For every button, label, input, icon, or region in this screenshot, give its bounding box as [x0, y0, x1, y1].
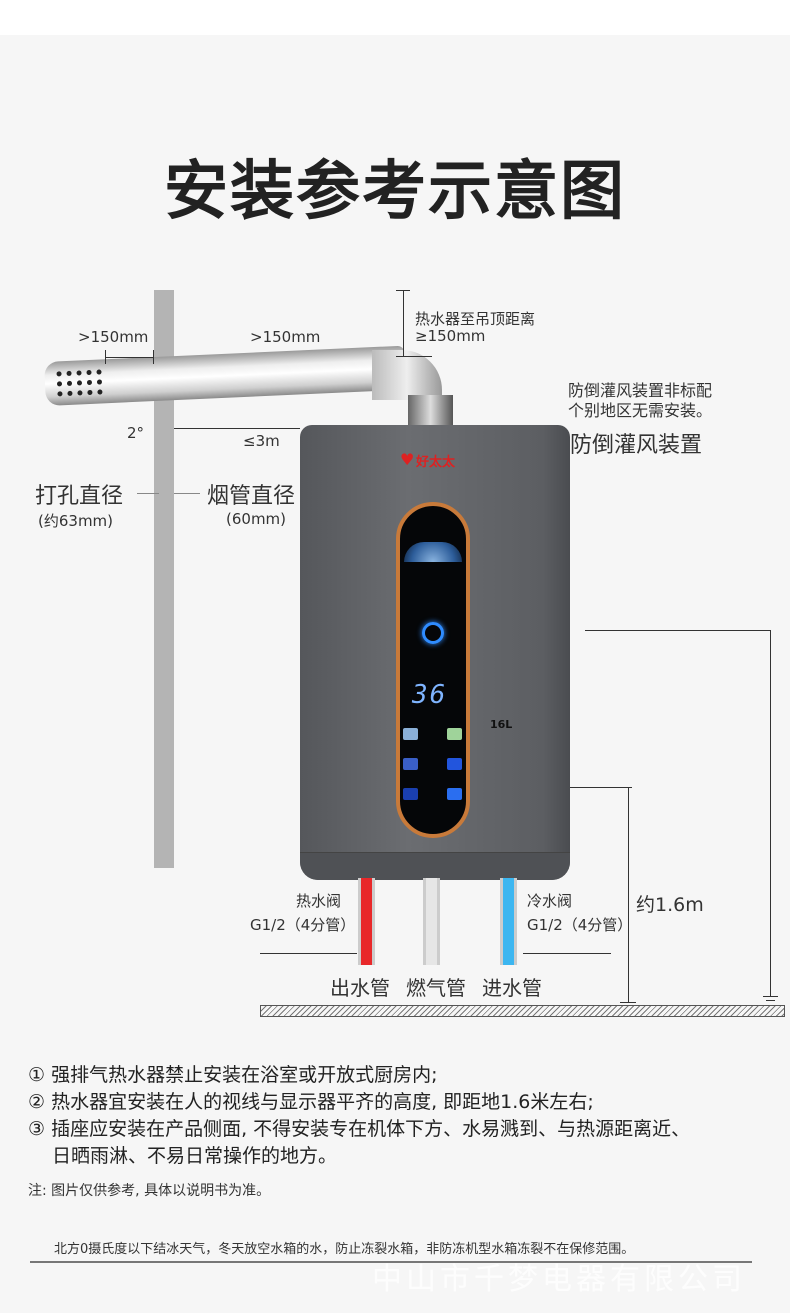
watermark: 中山市千梦电器有限公司: [372, 1262, 746, 1297]
slope-label: 2°: [127, 424, 145, 442]
inlet-pipe-label: 进水管: [482, 976, 542, 1000]
wall: [154, 290, 174, 868]
cold-valve-spec: G1/2（4分管）: [527, 916, 633, 934]
cold-water-pipe: [500, 878, 517, 965]
flue-elbow: [372, 350, 442, 400]
power-knob-icon: [422, 622, 444, 644]
note-3-cont: 日晒雨淋、不易日常操作的地方。: [52, 1145, 338, 1167]
smart-icon: [447, 788, 462, 800]
wall-gap-label: >150mm: [78, 328, 149, 346]
gas-pipe-label: 燃气管: [406, 976, 466, 1000]
flue-pipe: [44, 345, 406, 406]
note-3: ③ 插座应安装在产品侧面, 不得安装专在机体下方、水易溅到、与热源距离近、: [28, 1118, 691, 1140]
backdraft-note-2: 个别地区无需安装。: [568, 401, 713, 420]
capacity-label: 16L: [490, 718, 513, 731]
flue-length-label: ≤3m: [243, 432, 280, 450]
outlet-pipe-label: 出水管: [330, 976, 390, 1000]
flue-extension-label: >150mm: [250, 328, 321, 346]
hole-diameter-value: (约63mm): [38, 512, 114, 530]
water-icon: [403, 788, 418, 800]
eco-icon: [447, 728, 462, 740]
gas-pipe: [423, 878, 440, 965]
brand-heart-icon: ♥: [400, 450, 415, 469]
hole-diameter-label: 打孔直径: [35, 484, 124, 509]
hot-valve-label: 热水阀: [296, 892, 342, 910]
brand-logo: 好太太: [416, 455, 456, 470]
earth-graphic: [404, 542, 462, 562]
note-1: ① 强排气热水器禁止安装在浴室或开放式厨房内;: [28, 1064, 438, 1086]
heater-base: [300, 852, 570, 880]
cold-valve-label: 冷水阀: [527, 892, 573, 910]
backdraft-note-1: 防倒灌风装置非标配: [568, 381, 713, 400]
shield-icon: [447, 758, 462, 770]
flue-diameter-label: 烟管直径: [207, 484, 296, 509]
mode-icon: [403, 728, 418, 740]
height-label: 约1.6m: [636, 894, 704, 916]
backdraft-label: 防倒灌风装置: [570, 433, 703, 458]
page-title: 安装参考示意图: [164, 155, 626, 229]
flue-diameter-value: (60mm): [226, 510, 287, 528]
ceiling-distance-label: 热水器至吊顶距离: [415, 310, 536, 328]
bath-icon: [403, 758, 418, 770]
note-2: ② 热水器宜安装在人的视线与显示器平齐的高度, 即距地1.6米左右;: [28, 1091, 594, 1113]
hot-valve-spec: G1/2（4分管）: [250, 916, 356, 934]
temperature-display: 36: [412, 680, 448, 710]
ceiling-distance-value: ≥150mm: [415, 327, 486, 345]
top-band: [0, 0, 790, 35]
flue-collar: [408, 395, 453, 430]
floor: [260, 1005, 785, 1017]
hot-water-pipe: [358, 878, 375, 965]
winter-notice: 北方0摄氏度以下结冰天气，冬天放空水箱的水，防止冻裂水箱，非防冻机型水箱冻裂不在…: [54, 1242, 635, 1257]
disclaimer: 注: 图片仅供参考, 具体以说明书为准。: [28, 1183, 271, 1199]
